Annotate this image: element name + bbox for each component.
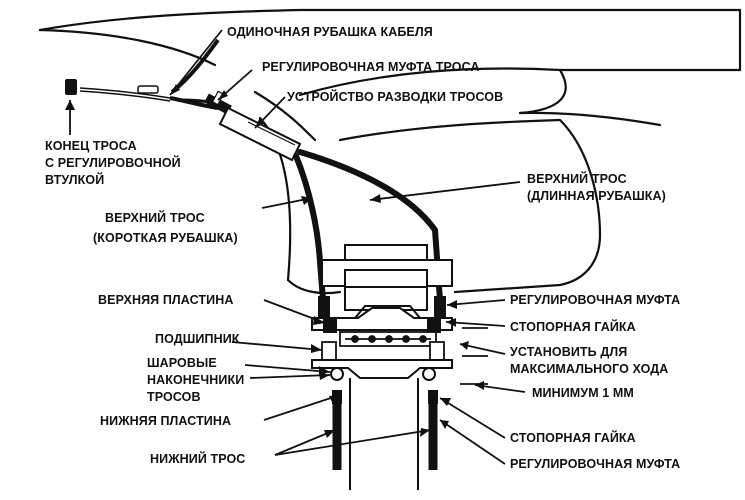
- label-adjust-coupling-right: РЕГУЛИРОВОЧНАЯ МУФТА: [510, 293, 680, 307]
- cable-adjust-coupling-top: [204, 90, 232, 115]
- label-upper-cable-short-2: (КОРОТКАЯ РУБАШКА): [93, 231, 238, 245]
- label-upper-cable-short-1: ВЕРХНИЙ ТРОС: [105, 210, 205, 225]
- label-ball-ends-3: ТРОСОВ: [147, 390, 201, 404]
- label-lock-nut-upper: СТОПОРНАЯ ГАЙКА: [510, 319, 636, 334]
- leader-lines: [69, 29, 526, 465]
- label-lock-nut-lower: СТОПОРНАЯ ГАЙКА: [510, 430, 636, 445]
- callout-labels: ОДИНОЧНАЯ РУБАШКА КАБЕЛЯ РЕГУЛИРОВОЧНАЯ …: [45, 25, 680, 471]
- arrowheads: [65, 84, 484, 438]
- bearing: [339, 331, 437, 347]
- label-adjust-coupling-top: РЕГУЛИРОВОЧНАЯ МУФТА ТРОСА: [262, 60, 480, 74]
- upper-cables: [293, 149, 443, 303]
- cable-routing-device: [218, 106, 302, 162]
- label-upper-cable-long-1: ВЕРХНИЙ ТРОС: [527, 171, 627, 186]
- label-bearing: ПОДШИПНИК: [155, 332, 240, 346]
- label-set-max-travel-2: МАКСИМАЛЬНОГО ХОДА: [510, 362, 668, 376]
- upper-plate: [311, 305, 453, 333]
- label-cable-end-2: С РЕГУЛИРОВОЧНОЙ: [45, 155, 181, 170]
- upper-adjust-couplings: [318, 296, 446, 318]
- center-housing: [321, 244, 453, 311]
- label-ball-ends-1: ШАРОВЫЕ: [147, 356, 217, 370]
- label-routing-device: УСТРОЙСТВО РАЗВОДКИ ТРОСОВ: [287, 89, 503, 104]
- steering-stem: [349, 378, 419, 490]
- label-cable-end-1: КОНЕЦ ТРОСА: [45, 139, 137, 153]
- label-upper-cable-long-2: (ДЛИННАЯ РУБАШКА): [527, 189, 666, 203]
- label-adjust-coupling-bottom: РЕГУЛИРОВОЧНАЯ МУФТА: [510, 457, 680, 471]
- label-min-1mm: МИНИМУМ 1 ММ: [532, 386, 634, 400]
- cable-end-sleeve: [65, 79, 159, 95]
- label-lower-plate: НИЖНЯЯ ПЛАСТИНА: [100, 414, 231, 428]
- handlebar-shell: [38, 8, 742, 295]
- label-ball-ends-2: НАКОНЕЧНИКИ: [147, 373, 244, 387]
- label-upper-plate: ВЕРХНЯЯ ПЛАСТИНА: [98, 293, 234, 307]
- label-cable-end-3: ВТУЛКОЙ: [45, 172, 104, 187]
- label-single-jacket: ОДИНОЧНАЯ РУБАШКА КАБЕЛЯ: [227, 25, 433, 39]
- lower-plate: [311, 359, 453, 381]
- label-lower-cable: НИЖНИЙ ТРОС: [150, 451, 245, 466]
- label-set-max-travel-1: УСТАНОВИТЬ ДЛЯ: [510, 345, 627, 359]
